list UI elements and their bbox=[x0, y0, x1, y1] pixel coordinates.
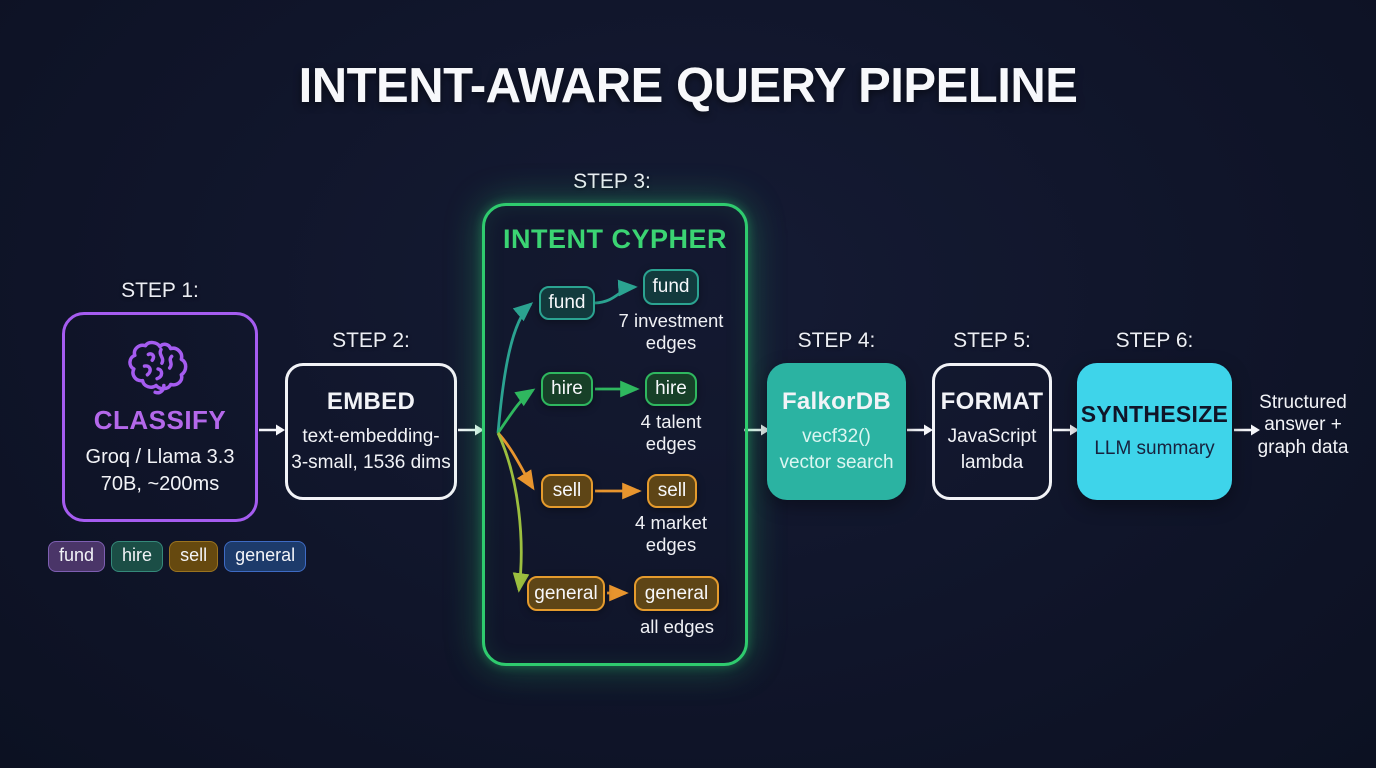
synthesize-title: SYNTHESIZE bbox=[1080, 401, 1229, 428]
classify-tag-row: fund hire sell general bbox=[48, 541, 307, 572]
falkordb-detail: vecf32() vector search bbox=[779, 426, 894, 473]
fund-edge-label: 7 investment edges bbox=[618, 310, 724, 353]
intent-node-general-target: general bbox=[634, 576, 719, 611]
flow-arrow-2 bbox=[458, 422, 484, 438]
step2-label: STEP 2: bbox=[332, 329, 410, 352]
intent-node-hire-target: hire bbox=[645, 372, 697, 406]
intent-cypher-title: INTENT CYPHER bbox=[502, 224, 728, 254]
hire-edge-label: 4 talent edges bbox=[640, 411, 702, 454]
falkordb-box: FalkorDB vecf32() vector search bbox=[767, 363, 906, 500]
embed-box: EMBED text-embedding- 3-small, 1536 dims bbox=[285, 363, 457, 500]
flow-arrow-5 bbox=[1053, 422, 1079, 438]
pipeline-output-text: Structured answer + graph data bbox=[1257, 392, 1349, 458]
synthesize-box: SYNTHESIZE LLM summary bbox=[1077, 363, 1232, 500]
page-title: INTENT-AWARE QUERY PIPELINE bbox=[298, 59, 1078, 113]
intent-node-fund-target: fund bbox=[643, 269, 699, 305]
step5-label: STEP 5: bbox=[953, 329, 1031, 352]
flow-arrow-1 bbox=[259, 422, 285, 438]
flow-arrow-4 bbox=[907, 422, 933, 438]
sell-edge-label: 4 market edges bbox=[635, 512, 707, 555]
step6-label: STEP 6: bbox=[1115, 329, 1194, 352]
intent-node-general-source: general bbox=[527, 576, 605, 611]
classify-title: CLASSIFY bbox=[93, 404, 227, 435]
classify-detail: Groq / Llama 3.3 70B, ~200ms bbox=[85, 445, 235, 495]
tag-hire: hire bbox=[111, 541, 164, 572]
synthesize-detail: LLM summary bbox=[1094, 438, 1215, 460]
intent-node-sell-target: sell bbox=[647, 474, 697, 508]
embed-title: EMBED bbox=[326, 388, 416, 416]
format-detail: JavaScript lambda bbox=[947, 426, 1037, 473]
brain-icon bbox=[124, 337, 196, 399]
step1-label: STEP 1: bbox=[121, 279, 199, 302]
falkordb-title: FalkorDB bbox=[781, 388, 892, 416]
general-edge-label: all edges bbox=[639, 616, 715, 637]
intent-node-fund-source: fund bbox=[539, 286, 595, 320]
intent-connectors bbox=[496, 279, 642, 602]
format-box: FORMAT JavaScript lambda bbox=[932, 363, 1052, 500]
format-title: FORMAT bbox=[940, 388, 1044, 416]
classify-box: CLASSIFY Groq / Llama 3.3 70B, ~200ms bbox=[62, 312, 258, 522]
intent-cypher-box: INTENT CYPHER fund fund 7 investment edg… bbox=[482, 203, 748, 666]
step4-label: STEP 4: bbox=[797, 329, 876, 352]
intent-node-sell-source: sell bbox=[541, 474, 593, 508]
intent-node-hire-source: hire bbox=[541, 372, 593, 406]
tag-sell: sell bbox=[169, 541, 219, 572]
flow-arrow-6 bbox=[1234, 422, 1260, 438]
tag-fund: fund bbox=[48, 541, 106, 572]
embed-detail: text-embedding- 3-small, 1536 dims bbox=[291, 426, 451, 473]
step3-label: STEP 3: bbox=[573, 170, 651, 193]
tag-general: general bbox=[224, 541, 307, 572]
